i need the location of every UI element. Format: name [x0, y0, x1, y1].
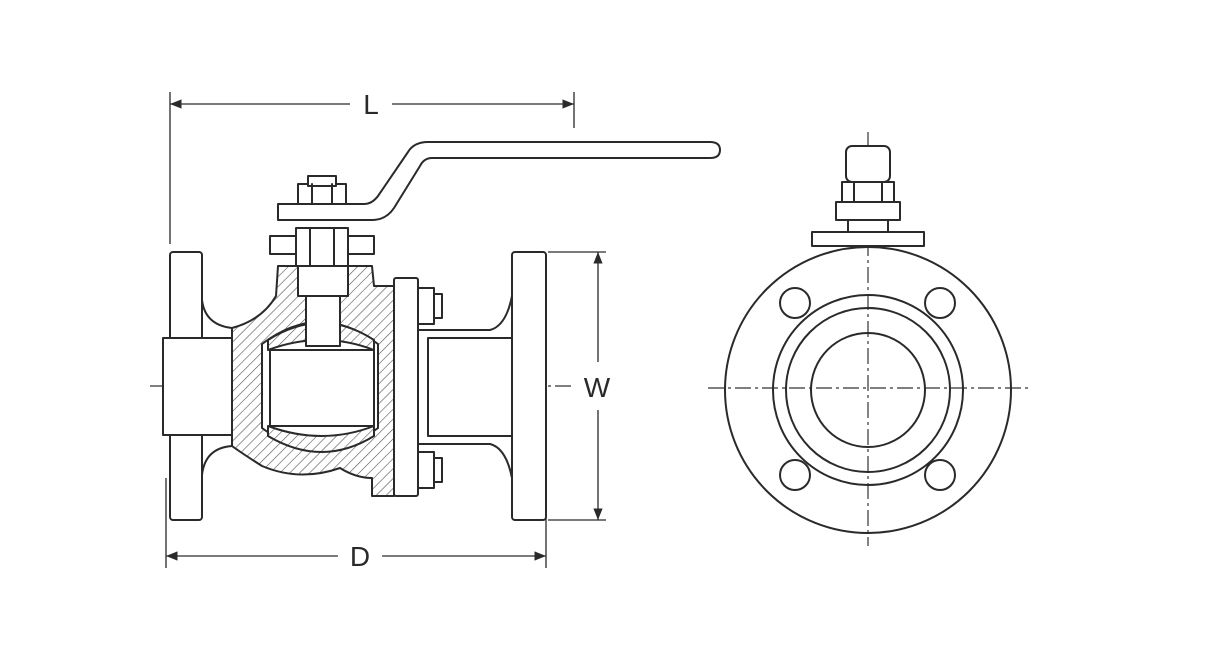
right-bore — [427, 337, 513, 437]
bolt-hole-top-right — [924, 287, 956, 319]
dimension-label-l: L — [363, 89, 379, 120]
upper-bolt — [417, 287, 435, 325]
bolt-hole-bottom-right — [924, 459, 956, 491]
side-view — [150, 141, 721, 521]
lower-bolt-nut — [433, 457, 443, 483]
lever-handle — [277, 141, 721, 221]
dimension-l: L — [169, 89, 575, 244]
gland — [297, 265, 349, 297]
lower-seat — [267, 425, 375, 453]
stem — [305, 295, 341, 347]
packing-nut — [295, 227, 349, 267]
bolt-hole-top-left — [779, 287, 811, 319]
bolt-hole-bottom-left — [779, 459, 811, 491]
dimension-d: D — [165, 478, 547, 572]
stem-top — [307, 175, 337, 187]
raised-face-inner — [785, 307, 951, 473]
body-end-flange — [393, 277, 419, 497]
right-flange — [511, 251, 547, 521]
end-view — [708, 132, 1030, 546]
end-stem-collar — [847, 219, 889, 233]
end-handle-plate — [811, 231, 925, 247]
dimension-label-d: D — [350, 541, 370, 572]
upper-bolt-nut — [433, 293, 443, 319]
dimension-w: W — [548, 251, 611, 521]
raised-face-outer — [772, 294, 964, 486]
end-gland-flange — [835, 201, 901, 221]
lower-bolt — [417, 451, 435, 489]
end-stem-top — [845, 145, 891, 183]
ball-bore — [269, 349, 375, 427]
left-bore — [162, 337, 244, 436]
bore-circle — [810, 332, 926, 448]
dimension-label-w: W — [584, 372, 611, 403]
end-handle-nut — [841, 181, 895, 203]
